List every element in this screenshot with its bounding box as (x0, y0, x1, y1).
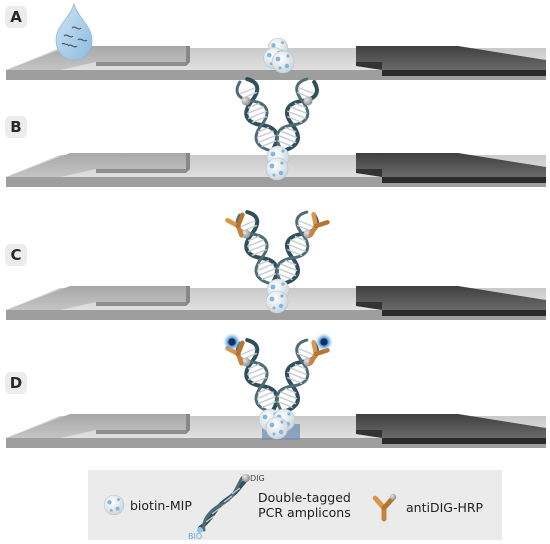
mip-complex-d (223, 333, 333, 440)
panel-label-c: C (5, 244, 27, 266)
legend-antibody-label: antiDIG-HRP (406, 500, 484, 515)
legend-panel (88, 470, 502, 540)
panel-a (6, 2, 546, 80)
panel-d (6, 333, 546, 448)
legend-bio-tag: BIO (188, 532, 203, 541)
legend-mip-label: biotin-MIP (130, 498, 192, 513)
legend-dig-tag: DIG (250, 474, 265, 483)
mip-complex-c (227, 207, 327, 314)
legend-amplicon-label: Double-tagged PCR amplicons (258, 490, 351, 520)
panel-label-d: D (5, 372, 27, 394)
sample-drop-icon (55, 2, 93, 61)
mip-complex-b (231, 74, 323, 181)
panel-b (6, 74, 546, 187)
panel-c (6, 207, 546, 320)
panel-label-b: B (5, 116, 27, 138)
panel-label-a: A (5, 6, 27, 28)
